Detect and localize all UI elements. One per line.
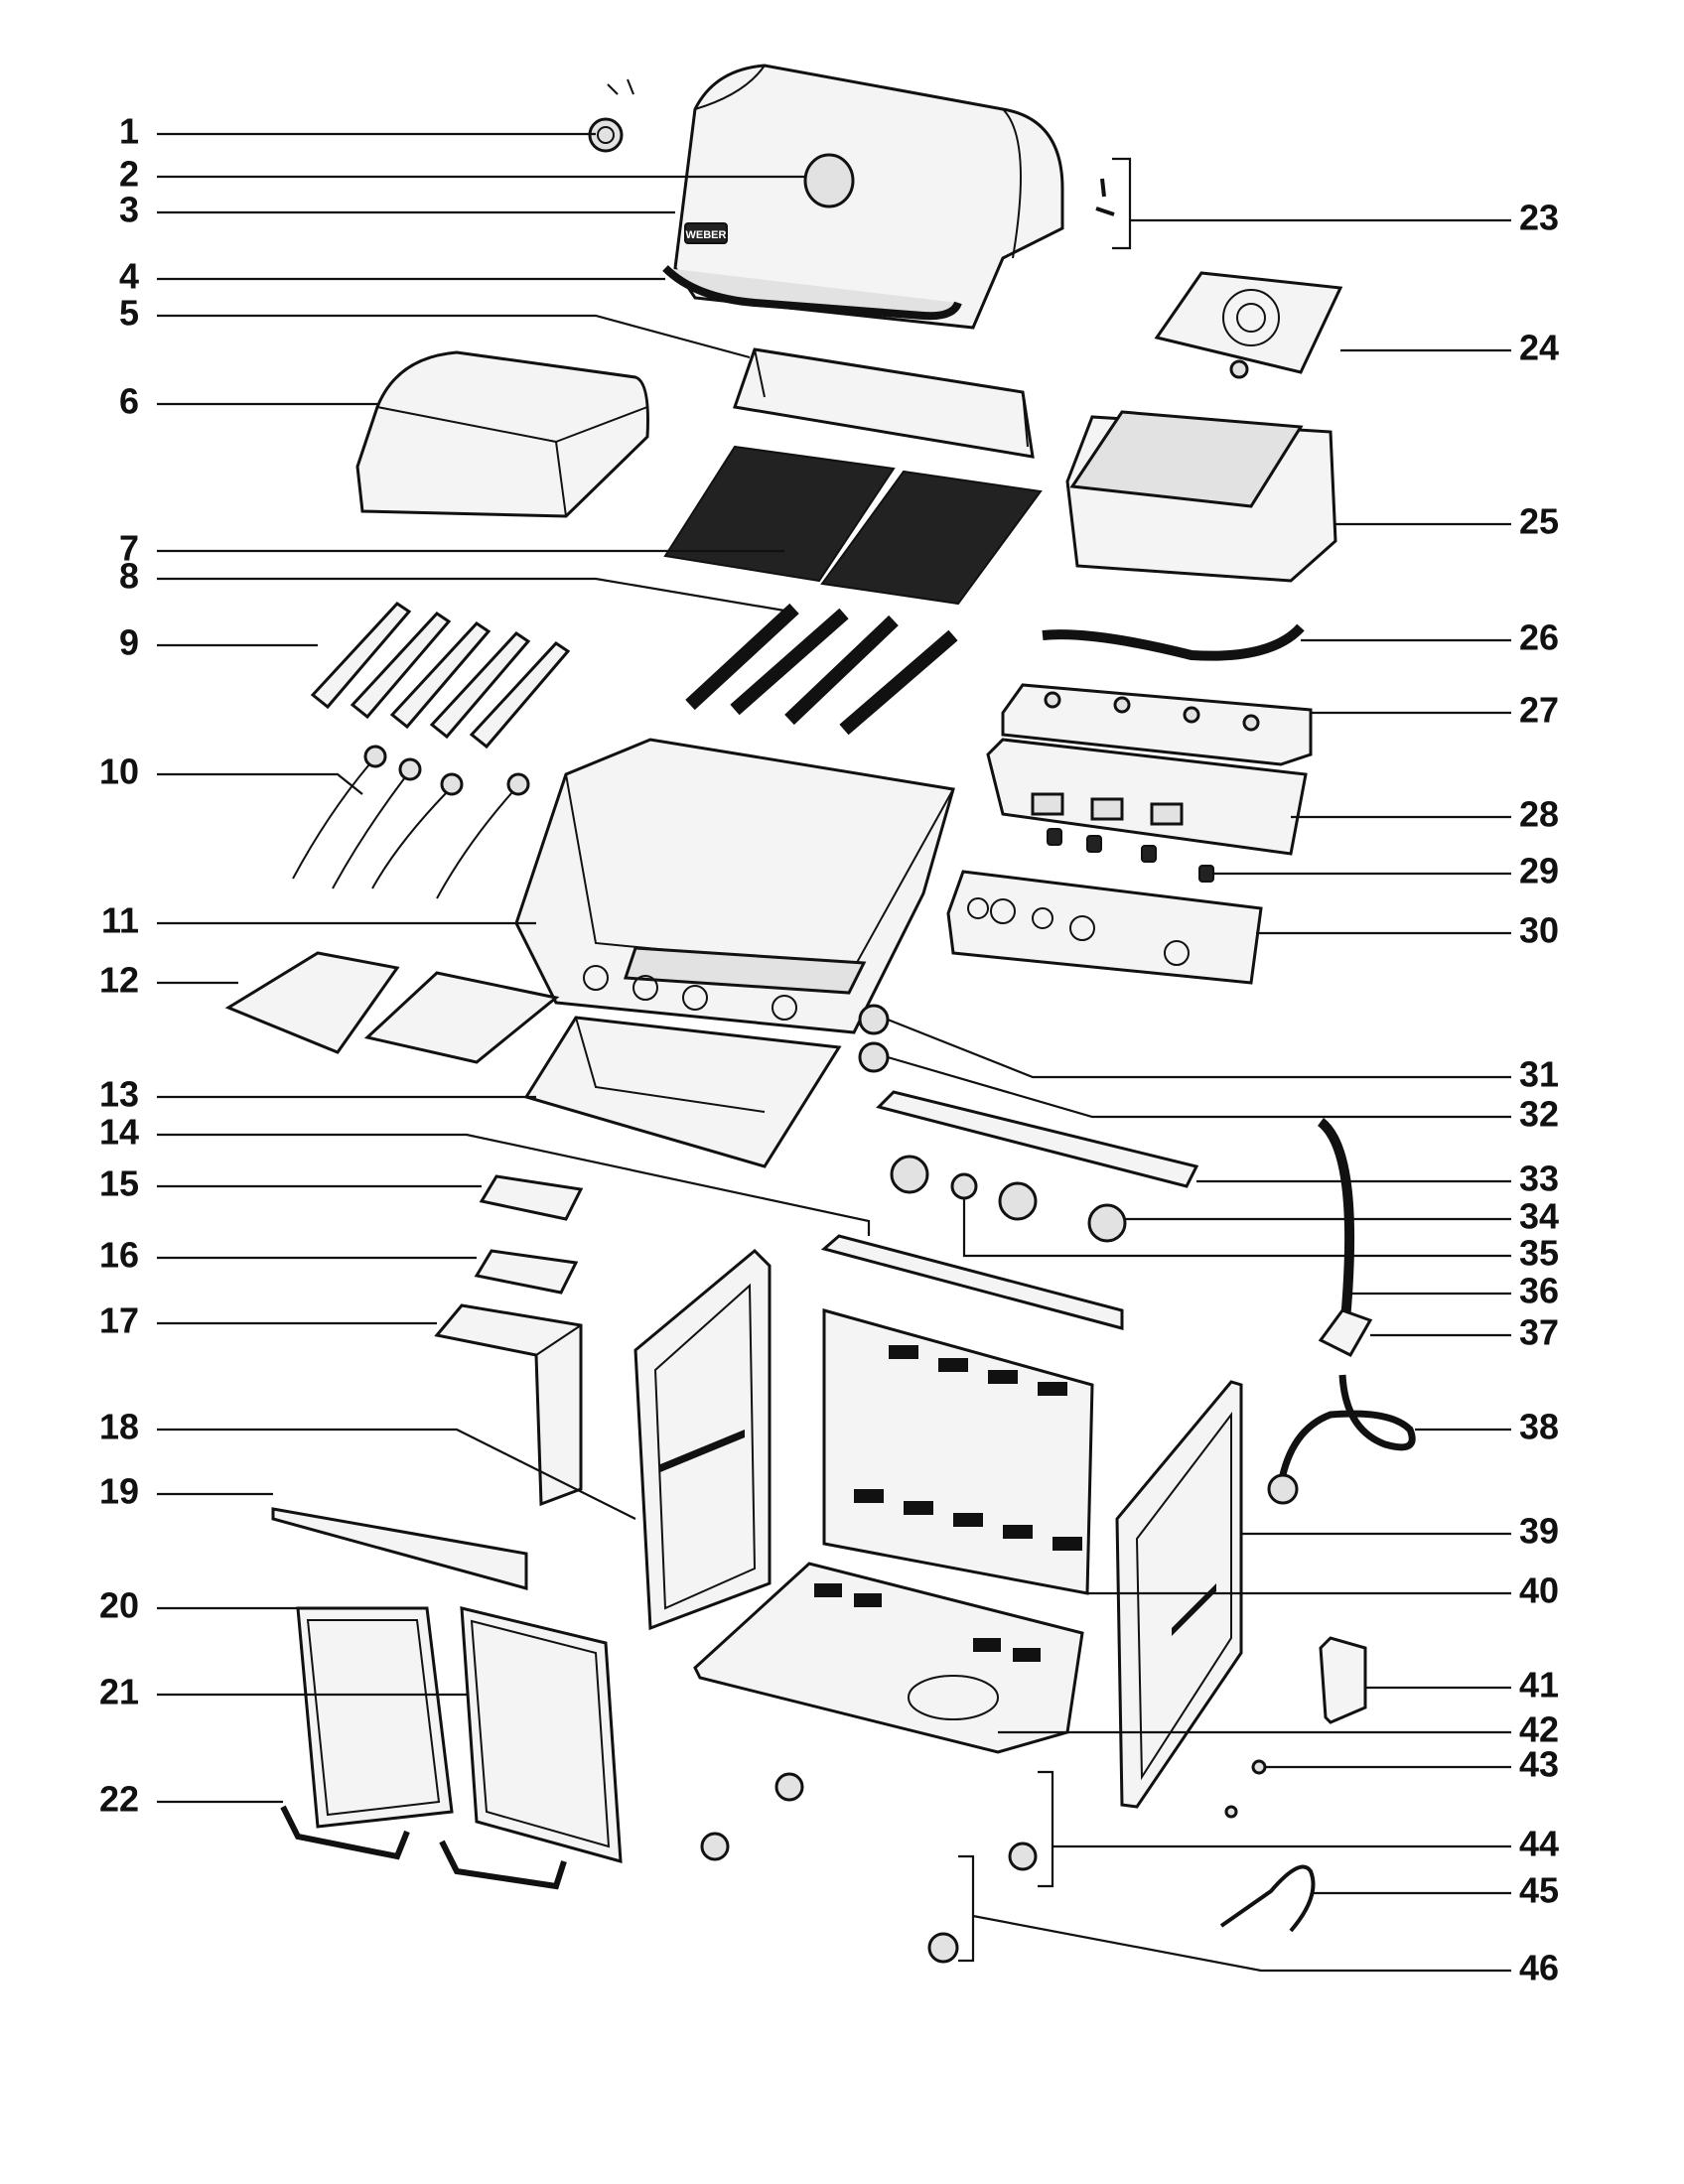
callout-10: 10: [99, 751, 139, 792]
callout-21: 21: [99, 1672, 139, 1712]
igniter-module: [1319, 1636, 1367, 1724]
callout-24: 24: [1519, 328, 1559, 368]
callout-13: 13: [99, 1074, 139, 1115]
callout-19: 19: [99, 1471, 139, 1512]
crossover-tube: [1042, 623, 1305, 661]
bezel-plate: [876, 1090, 1199, 1188]
control-knobs: [890, 1155, 1127, 1243]
part-drawings: [224, 64, 1416, 1964]
side-burner-table: [1065, 410, 1337, 583]
callout-42: 42: [1519, 1709, 1559, 1750]
callout-32: 32: [1519, 1094, 1559, 1135]
callout-9: 9: [119, 622, 139, 663]
callout-20: 20: [99, 1585, 139, 1626]
control-bracket: [986, 738, 1308, 856]
drip-pans: [474, 1174, 584, 1295]
bottom-tray: [523, 1016, 842, 1168]
callout-17: 17: [99, 1300, 139, 1341]
left-frame-panel: [633, 1248, 772, 1631]
callout-41: 41: [1519, 1665, 1559, 1706]
callout-28: 28: [1519, 794, 1559, 835]
callout-33: 33: [1519, 1159, 1559, 1199]
cart-door-rail: [271, 1507, 528, 1590]
thermometer: [588, 78, 634, 153]
callout-4: 4: [119, 256, 139, 297]
bottom-shelf: [693, 1562, 1084, 1754]
gas-hose: [1317, 1118, 1355, 1321]
hose-bracket: [1318, 1308, 1373, 1357]
side-table: [355, 350, 649, 518]
burner-tubes: [685, 603, 958, 736]
callout-29: 29: [1519, 851, 1559, 891]
grill-lid: [662, 64, 1064, 330]
callout-23: 23: [1519, 198, 1559, 238]
callout-40: 40: [1519, 1570, 1559, 1611]
callout-labels-right: 23 24 25 26 27 28 29 30 31 32 33 34 35 3…: [1519, 198, 1559, 1988]
callout-11: 11: [101, 900, 139, 941]
catch-pan-holder: [434, 1303, 583, 1507]
callout-3: 3: [119, 190, 139, 230]
callout-39: 39: [1519, 1511, 1559, 1552]
callout-26: 26: [1519, 617, 1559, 658]
callout-22: 22: [99, 1779, 139, 1820]
cart-doors: [296, 1606, 623, 1864]
control-panel: [946, 870, 1263, 985]
warming-rack: [733, 347, 1035, 459]
flavorizer-bars: [310, 602, 571, 750]
callout-12: 12: [99, 960, 139, 1001]
callout-34: 34: [1519, 1196, 1559, 1237]
cookbox: [514, 738, 955, 1034]
callout-37: 37: [1519, 1312, 1559, 1353]
electrode-wire: [1219, 1864, 1316, 1933]
callout-labels-left: 1 2 3 4 5 6 7 8 9 10 11 12 13 14 15 16 1…: [99, 111, 139, 1820]
callout-2: 2: [119, 154, 139, 195]
lid-badge-text: WEBER: [686, 229, 727, 241]
callout-43: 43: [1519, 1744, 1559, 1785]
callout-35: 35: [1519, 1233, 1559, 1274]
callout-18: 18: [99, 1407, 139, 1447]
callout-44: 44: [1519, 1824, 1559, 1864]
callout-46: 46: [1519, 1948, 1559, 1988]
callout-6: 6: [119, 381, 139, 422]
back-panel: [822, 1308, 1094, 1595]
cart-front-rail: [820, 1234, 1124, 1330]
callout-45: 45: [1519, 1870, 1559, 1911]
manifold: [1001, 683, 1313, 766]
callout-25: 25: [1519, 501, 1559, 542]
callout-14: 14: [99, 1112, 139, 1153]
callout-27: 27: [1519, 690, 1559, 731]
side-burner: [1154, 271, 1343, 379]
heat-deflectors: [224, 951, 560, 1064]
regulator-hose: [1267, 1374, 1416, 1505]
callout-5: 5: [119, 293, 139, 334]
callout-8: 8: [119, 556, 139, 597]
small-screw: [1224, 1759, 1267, 1819]
cooking-grates: [663, 445, 1043, 606]
callout-16: 16: [99, 1235, 139, 1276]
side-burner-knobs: [858, 1004, 890, 1073]
screws: [1095, 157, 1132, 250]
callout-38: 38: [1519, 1407, 1559, 1447]
door-handles: [280, 1805, 567, 1890]
callout-30: 30: [1519, 910, 1559, 951]
igniter-wires: [292, 745, 530, 899]
casters-swivel: [927, 1854, 975, 1964]
callout-36: 36: [1519, 1271, 1559, 1311]
leader-lines: [157, 132, 1511, 1973]
callout-7: 7: [119, 528, 139, 569]
callout-31: 31: [1519, 1054, 1559, 1095]
callout-15: 15: [99, 1163, 139, 1204]
casters-locking: [700, 1770, 1054, 1888]
callout-1: 1: [119, 111, 139, 152]
